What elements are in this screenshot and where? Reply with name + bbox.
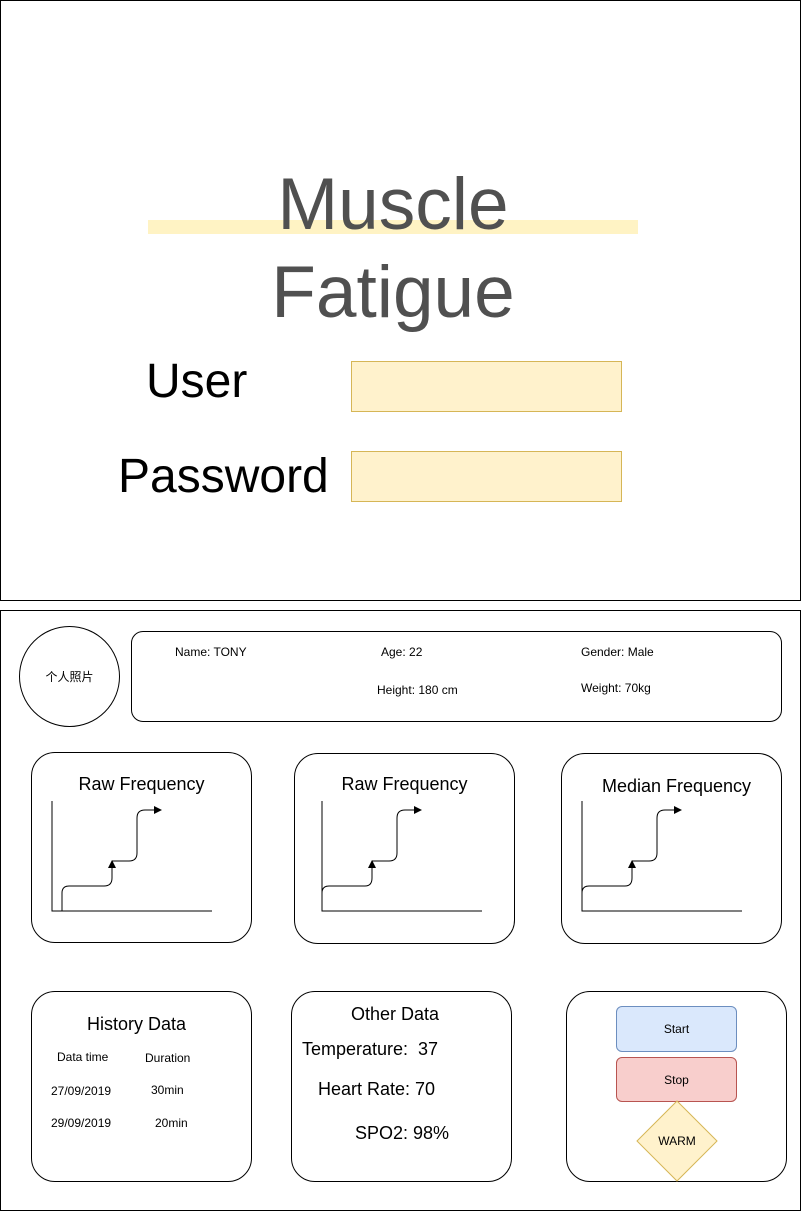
chart-arrowhead (414, 806, 422, 814)
warm-diamond-shape (636, 1100, 718, 1182)
profile-age: Age: 22 (381, 645, 423, 659)
chart-arrowhead (154, 806, 162, 814)
chart-step-line (111, 809, 156, 862)
other-data-card: Other Data Temperature: 37 Heart Rate: 7… (291, 991, 512, 1182)
chart-step-line (581, 867, 633, 911)
start-button[interactable]: Start (616, 1006, 737, 1052)
chart-card-raw-frequency-2: Raw Frequency (294, 753, 515, 944)
chart-axes (321, 801, 482, 912)
profile-gender: Gender: Male (581, 645, 654, 659)
chart-card-raw-frequency-1: Raw Frequency (31, 752, 252, 943)
chart-step-line (61, 867, 113, 911)
warm-label: WARM (658, 1134, 696, 1148)
controls-card: Start Stop WARM (566, 991, 787, 1182)
chart-arrowhead (108, 860, 116, 868)
chart-title: Raw Frequency (341, 774, 468, 794)
chart-title: Median Frequency (601, 776, 752, 796)
password-input[interactable] (351, 451, 622, 502)
chart-axes (581, 801, 742, 912)
step-chart-graphic (51, 801, 212, 912)
user-label: User (146, 355, 248, 408)
dashboard-screen: 个人照片 Name: TONY Age: 22 Gender: Male Hei… (0, 610, 801, 1211)
history-header-date: Data time (57, 1050, 109, 1064)
other-data-title: Other Data (351, 1004, 440, 1024)
history-row-duration[interactable]: 20min (155, 1116, 188, 1130)
chart-arrowhead (368, 860, 376, 868)
chart-arrowhead (674, 806, 682, 814)
spo2-value: SPO2: 98% (355, 1123, 450, 1143)
profile-info-card: Name: TONY Age: 22 Gender: Male Height: … (131, 631, 782, 722)
stop-button[interactable]: Stop (616, 1057, 737, 1102)
step-chart-graphic (581, 801, 742, 912)
chart-arrowhead (628, 860, 636, 868)
chart-card-median-frequency: Median Frequency (561, 753, 782, 944)
history-header-duration: Duration (145, 1051, 191, 1065)
login-screen: Muscle Fatigue User Password (0, 0, 801, 601)
profile-photo[interactable]: 个人照片 (19, 626, 120, 727)
chart-title: Raw Frequency (78, 774, 205, 794)
history-row-date[interactable]: 27/09/2019 (51, 1084, 112, 1098)
chart-step-line (632, 809, 676, 862)
user-input[interactable] (351, 361, 622, 412)
step-chart-graphic (321, 801, 482, 912)
profile-weight: Weight: 70kg (581, 681, 651, 695)
chart-step-line (321, 867, 373, 911)
history-title: History Data (87, 1014, 187, 1034)
temperature-value: Temperature: 37 (302, 1039, 439, 1059)
warm-button[interactable]: WARM (636, 1100, 718, 1182)
profile-photo-label: 个人照片 (45, 670, 94, 684)
history-data-card: History Data Data time Duration 27/09/20… (31, 991, 252, 1182)
app-title: Muscle Fatigue (148, 161, 638, 333)
chart-axes (51, 801, 212, 912)
title-highlight (148, 220, 638, 234)
password-label: Password (118, 450, 329, 503)
history-row-date[interactable]: 29/09/2019 (51, 1116, 112, 1130)
heart-rate-value: Heart Rate: 70 (318, 1079, 436, 1099)
history-row-duration[interactable]: 30min (151, 1083, 184, 1097)
profile-height: Height: 180 cm (377, 683, 458, 697)
chart-step-line (372, 809, 416, 862)
profile-name: Name: TONY (175, 645, 247, 659)
app-title-text: Muscle Fatigue (271, 164, 515, 333)
